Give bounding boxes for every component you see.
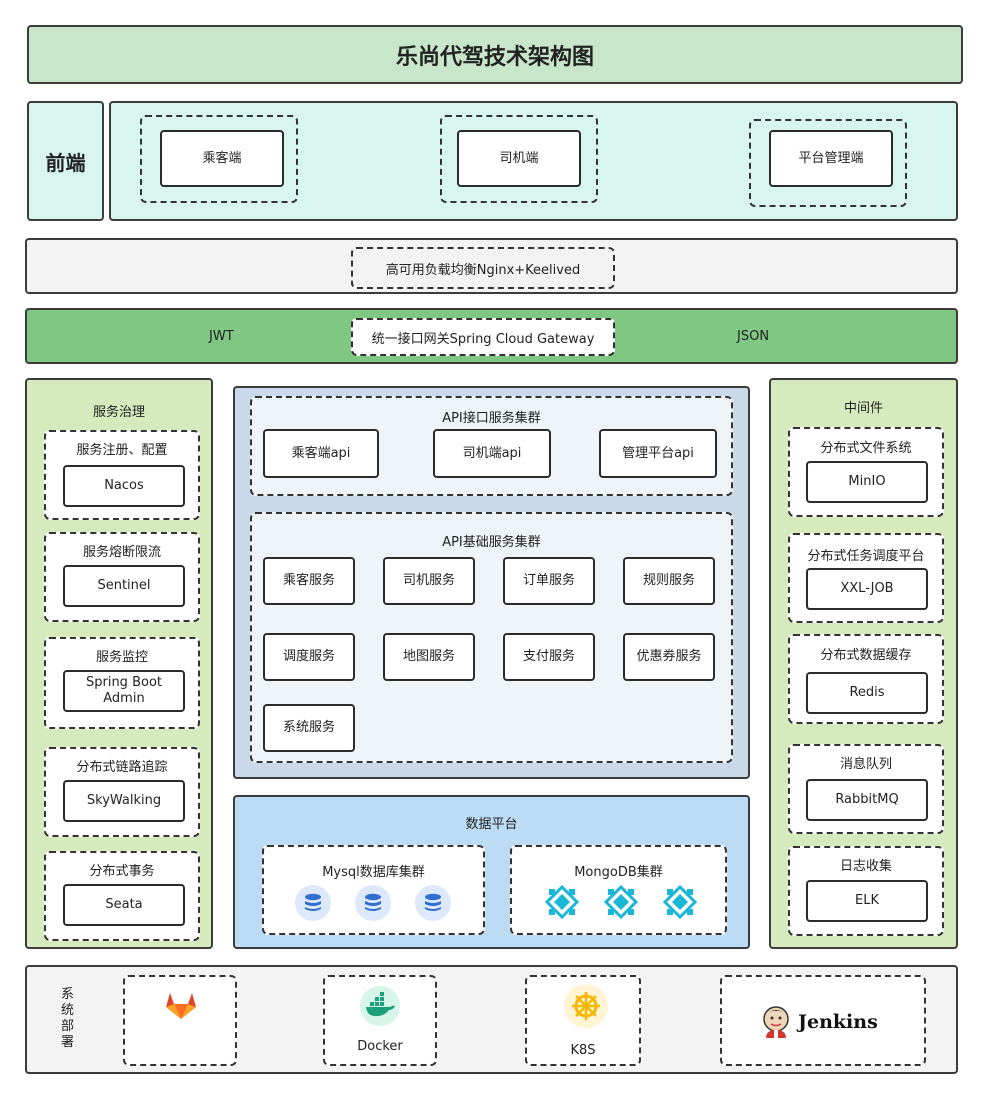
helm-wheel-icon (564, 984, 608, 1028)
governance-group-title: 服务熔断限流 (82, 545, 161, 560)
base-service: 乘客服务 (263, 557, 355, 605)
deploy-label: 系统部署 (61, 987, 75, 1050)
passenger-client: 乘客端 (160, 130, 284, 187)
base-service: 支付服务 (503, 633, 595, 681)
governance-title: 服务治理 (92, 405, 145, 420)
mongodb-node-icon (545, 885, 579, 919)
docker-box: Docker (323, 975, 437, 1066)
governance-group-title: 分布式事务 (89, 864, 155, 879)
governance-group: 服务熔断限流 Sentinel (44, 532, 200, 622)
governance-group: 分布式事务 Seata (44, 851, 200, 941)
middleware-group-title: 分布式任务调度平台 (807, 549, 925, 564)
middleware-item: Redis (806, 672, 928, 714)
database-icon (295, 885, 331, 921)
middleware-group-title: 分布式文件系统 (820, 441, 912, 456)
frontend-label: 前端 (45, 150, 86, 175)
gateway-jwt: JWT (209, 329, 234, 344)
middleware-group: 日志收集 ELK (788, 846, 944, 936)
base-service: 地图服务 (383, 633, 475, 681)
diagram-title-bar: 乐尚代驾技术架构图 (27, 25, 963, 84)
middleware-group: 消息队列 RabbitMQ (788, 744, 944, 834)
base-service: 规则服务 (623, 557, 715, 605)
middleware-group: 分布式文件系统 MinIO (788, 427, 944, 517)
admin-client-group (749, 119, 907, 207)
gateway-panel: JWT 统一接口网关Spring Cloud Gateway JSON (25, 308, 958, 364)
api-service: 司机端api (433, 429, 551, 478)
governance-group-title: 服务注册、配置 (76, 443, 168, 458)
governance-item: Seata (63, 884, 185, 926)
governance-group: 服务监控 Spring Boot Admin (44, 637, 200, 729)
middleware-group-title: 消息队列 (839, 757, 892, 772)
database-icon (355, 885, 391, 921)
base-service: 优惠券服务 (623, 633, 715, 681)
mongodb-node-icon (604, 885, 638, 919)
frontend-panel: 乘客端 司机端 平台管理端 (109, 101, 958, 221)
jenkins-box: Jenkins (720, 975, 926, 1066)
governance-item: SkyWalking (63, 780, 185, 822)
jenkins-icon (763, 1006, 789, 1038)
governance-group-title: 分布式链路追踪 (76, 760, 168, 775)
base-cluster-title: API基础服务集群 (442, 535, 541, 550)
middleware-group-title: 分布式数据缓存 (820, 648, 912, 663)
middleware-item: RabbitMQ (806, 779, 928, 821)
frontend-label-box: 前端 (27, 101, 104, 221)
docker-label: Docker (357, 1039, 403, 1054)
load-balancer-panel: 高可用负载均衡Nginx+Keelived (25, 238, 958, 294)
database-icon (415, 885, 451, 921)
gitlab-icon (166, 993, 196, 1019)
api-cluster-title: API接口服务集群 (442, 411, 541, 426)
middleware-group: 分布式数据缓存 Redis (788, 634, 944, 724)
k8s-label: K8S (570, 1043, 596, 1058)
diagram-title: 乐尚代驾技术架构图 (395, 44, 594, 70)
api-cluster: API接口服务集群 乘客端api 司机端api 管理平台api (250, 396, 733, 496)
passenger-client-group (140, 115, 298, 203)
gateway: 统一接口网关Spring Cloud Gateway (351, 318, 615, 356)
jenkins-label: Jenkins (798, 1011, 878, 1033)
mysql-cluster: Mysql数据库集群 (262, 845, 485, 935)
middleware-item: MinIO (806, 461, 928, 503)
service-cluster-panel: API接口服务集群 乘客端api 司机端api 管理平台api API基础服务集… (233, 386, 750, 779)
base-service: 调度服务 (263, 633, 355, 681)
base-service: 司机服务 (383, 557, 475, 605)
base-service: 订单服务 (503, 557, 595, 605)
governance-group-title: 服务监控 (95, 650, 148, 665)
mongodb-cluster-title: MongoDB集群 (574, 865, 663, 880)
governance-item: Spring Boot Admin (63, 670, 185, 712)
gitlab-box (123, 975, 237, 1066)
base-service: 系统服务 (263, 704, 355, 752)
api-service: 管理平台api (599, 429, 717, 478)
middleware-group-title: 日志收集 (839, 859, 892, 874)
governance-group: 分布式链路追踪 SkyWalking (44, 747, 200, 837)
data-platform-title: 数据平台 (465, 817, 518, 832)
api-service: 乘客端api (263, 429, 379, 478)
base-cluster: API基础服务集群 乘客服务 司机服务 订单服务 规则服务 调度服务 地图服务 … (250, 512, 733, 763)
driver-client-group (440, 115, 598, 203)
docker-icon (360, 986, 400, 1026)
middleware-group: 分布式任务调度平台 XXL-JOB (788, 533, 944, 623)
mysql-cluster-title: Mysql数据库集群 (322, 865, 425, 880)
governance-item: Sentinel (63, 565, 185, 607)
middleware-panel: 中间件 分布式文件系统 MinIO 分布式任务调度平台 XXL-JOB 分布式数… (769, 378, 958, 949)
governance-panel: 服务治理 服务注册、配置 Nacos 服务熔断限流 Sentinel 服务监控 … (25, 378, 213, 949)
deploy-panel: 系统部署 Docker (25, 965, 958, 1074)
middleware-item: XXL-JOB (806, 568, 928, 610)
mongodb-node-icon (663, 885, 697, 919)
middleware-item: ELK (806, 880, 928, 922)
gateway-json: JSON (737, 329, 770, 344)
mongodb-cluster: MongoDB集群 (510, 845, 727, 935)
k8s-box: K8S (525, 975, 641, 1066)
governance-group: 服务注册、配置 Nacos (44, 430, 200, 520)
admin-client: 平台管理端 (769, 130, 893, 187)
middleware-title: 中间件 (843, 401, 883, 416)
load-balancer: 高可用负载均衡Nginx+Keelived (351, 247, 615, 289)
governance-item: Nacos (63, 465, 185, 507)
data-platform-panel: 数据平台 Mysql数据库集群 MongoDB集群 (233, 795, 750, 949)
driver-client: 司机端 (457, 130, 581, 187)
